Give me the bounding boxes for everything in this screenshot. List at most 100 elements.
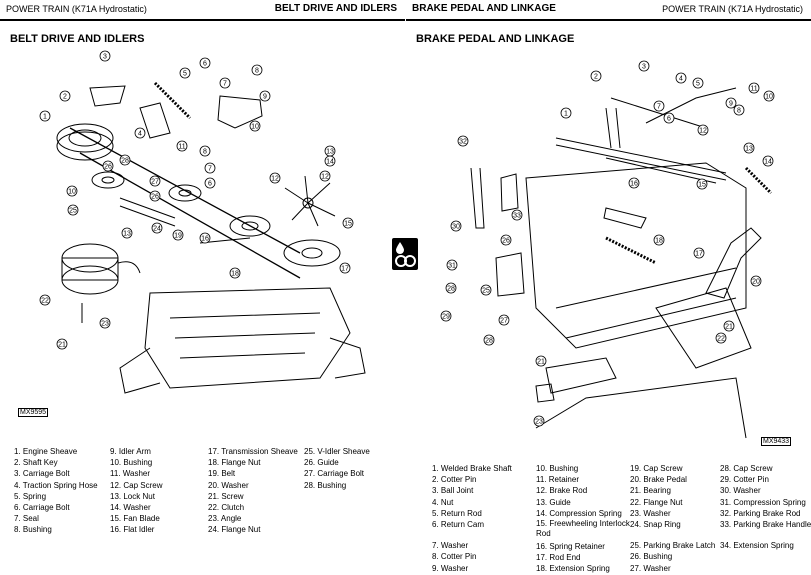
- legend-item: 28. Cap Screw: [720, 464, 773, 473]
- legend-item: 1. Welded Brake Shaft: [432, 464, 512, 473]
- svg-text:9: 9: [263, 94, 267, 101]
- svg-text:28: 28: [121, 158, 129, 165]
- legend-item: 29. Cotter Pin: [720, 475, 769, 485]
- svg-text:14: 14: [326, 159, 334, 166]
- svg-text:18: 18: [231, 271, 239, 278]
- legend-item: 16. Flat Idler: [110, 525, 155, 535]
- legend-spacer: [630, 530, 715, 540]
- svg-text:10: 10: [251, 124, 259, 131]
- svg-text:28: 28: [447, 286, 455, 293]
- legend-item: 14. Washer: [110, 502, 151, 512]
- right-section-title: BRAKE PEDAL AND LINKAGE: [416, 33, 575, 45]
- legend-item: 26. Bushing: [630, 552, 673, 562]
- svg-text:26: 26: [502, 238, 510, 245]
- left-header-left: POWER TRAIN (K71A Hydrostatic): [6, 4, 147, 14]
- legend-item: 24. Flange Nut: [208, 525, 261, 535]
- legend-item: 13. Guide: [536, 497, 571, 507]
- svg-text:23: 23: [535, 419, 543, 426]
- right-header-right: POWER TRAIN (K71A Hydrostatic): [662, 4, 803, 14]
- svg-text:10: 10: [68, 189, 76, 196]
- right-header-left: BRAKE PEDAL AND LINKAGE: [412, 3, 556, 14]
- legend-item: 22. Flange Nut: [630, 497, 683, 507]
- legend-item: 22. Clutch: [208, 502, 245, 512]
- svg-text:3: 3: [642, 64, 646, 71]
- legend-item: 3. Ball Joint: [432, 486, 474, 496]
- svg-text:25: 25: [482, 288, 490, 295]
- legend-item: 17. Transmission Sheave: [208, 447, 298, 456]
- legend-item: 32. Parking Brake Rod: [720, 508, 801, 518]
- legend-item: 21. Bearing: [630, 486, 671, 496]
- legend-item: 5. Spring: [14, 491, 47, 501]
- legend-item: 27. Carriage Bolt: [304, 469, 365, 479]
- svg-text:12: 12: [271, 176, 279, 183]
- svg-text:13: 13: [123, 231, 131, 238]
- legend-item: 8. Cotter Pin: [432, 552, 477, 562]
- svg-text:15: 15: [698, 182, 706, 189]
- svg-text:14: 14: [764, 159, 772, 166]
- svg-text:7: 7: [223, 81, 227, 88]
- svg-text:22: 22: [41, 298, 49, 305]
- legend-item: 5. Return Rod: [432, 508, 482, 518]
- legend-item: 9. Washer: [432, 563, 469, 573]
- svg-text:22: 22: [717, 336, 725, 343]
- legend-item: 17. Rod End: [536, 553, 581, 563]
- legend-item: 14. Compression Spring: [536, 508, 622, 518]
- svg-text:27: 27: [151, 179, 159, 186]
- legend-item: 10. Bushing: [110, 458, 153, 468]
- right-legend-col-3: 19. Cap Screw 20. Brake Pedal 21. Bearin…: [630, 463, 715, 574]
- legend-item: 12. Brake Rod: [536, 486, 588, 496]
- legend-item: 16. Spring Retainer: [536, 541, 605, 551]
- left-page: POWER TRAIN (K71A Hydrostatic) BELT DRIV…: [0, 0, 405, 565]
- legend-item: 20. Brake Pedal: [630, 475, 687, 485]
- right-legend-col-2: 10. Bushing 11. Retainer 12. Brake Rod 1…: [536, 463, 631, 575]
- legend-item: 2. Cotter Pin: [432, 475, 477, 485]
- legend-item: 23. Washer: [630, 508, 671, 518]
- svg-text:23: 23: [101, 321, 109, 328]
- svg-text:9: 9: [729, 101, 733, 108]
- svg-text:17: 17: [695, 251, 703, 258]
- svg-text:33: 33: [513, 213, 521, 220]
- left-legend-col-3: 17. Transmission Sheave 18. Flange Nut 1…: [208, 446, 298, 536]
- svg-text:13: 13: [745, 146, 753, 153]
- svg-text:11: 11: [750, 86, 757, 93]
- left-figure-code: MX9595: [18, 408, 49, 417]
- right-legend-col-4: 28. Cap Screw 29. Cotter Pin 30. Washer …: [720, 463, 811, 551]
- right-header: BRAKE PEDAL AND LINKAGE POWER TRAIN (K71…: [406, 0, 811, 21]
- svg-text:28: 28: [485, 338, 493, 345]
- svg-text:18: 18: [655, 238, 663, 245]
- svg-text:19: 19: [174, 233, 182, 240]
- svg-text:26: 26: [104, 164, 112, 171]
- legend-item: 15. Freewheeling Interlock Rod: [536, 518, 630, 538]
- svg-text:11: 11: [178, 144, 185, 151]
- svg-text:24: 24: [153, 226, 161, 233]
- svg-text:25: 25: [69, 208, 77, 215]
- legend-item: 33. Parking Brake Handle: [720, 519, 811, 529]
- svg-text:21: 21: [537, 359, 545, 366]
- legend-item: 4. Nut: [432, 497, 454, 507]
- left-header-right: BELT DRIVE AND IDLERS: [274, 3, 397, 14]
- right-legend-col-1: 1. Welded Brake Shaft 2. Cotter Pin 3. B…: [432, 463, 512, 574]
- legend-item: 27. Washer: [630, 563, 671, 573]
- svg-text:7: 7: [208, 166, 212, 173]
- legend-item: 12. Cap Screw: [110, 480, 163, 490]
- legend-item: 25. V-Idler Sheave: [304, 447, 370, 456]
- svg-text:6: 6: [208, 181, 212, 188]
- legend-item: 11. Washer: [110, 469, 151, 479]
- drops-glyph-icon: [395, 242, 416, 267]
- svg-text:10: 10: [765, 94, 773, 101]
- left-section-title: BELT DRIVE AND IDLERS: [10, 33, 145, 45]
- svg-text:6: 6: [203, 61, 207, 68]
- legend-item: 18. Flange Nut: [208, 458, 261, 468]
- right-figure-code: MX9433: [761, 437, 792, 446]
- legend-item: 1. Engine Sheave: [14, 447, 78, 456]
- svg-text:5: 5: [696, 81, 700, 88]
- svg-text:2: 2: [594, 74, 598, 81]
- legend-item: 30. Washer: [720, 486, 761, 496]
- svg-text:4: 4: [679, 76, 683, 83]
- svg-text:12: 12: [699, 128, 707, 135]
- svg-text:6: 6: [667, 116, 671, 123]
- svg-text:16: 16: [630, 181, 638, 188]
- left-legend-col-2: 9. Idler Arm 10. Bushing 11. Washer 12. …: [110, 446, 162, 536]
- svg-text:21: 21: [58, 342, 66, 349]
